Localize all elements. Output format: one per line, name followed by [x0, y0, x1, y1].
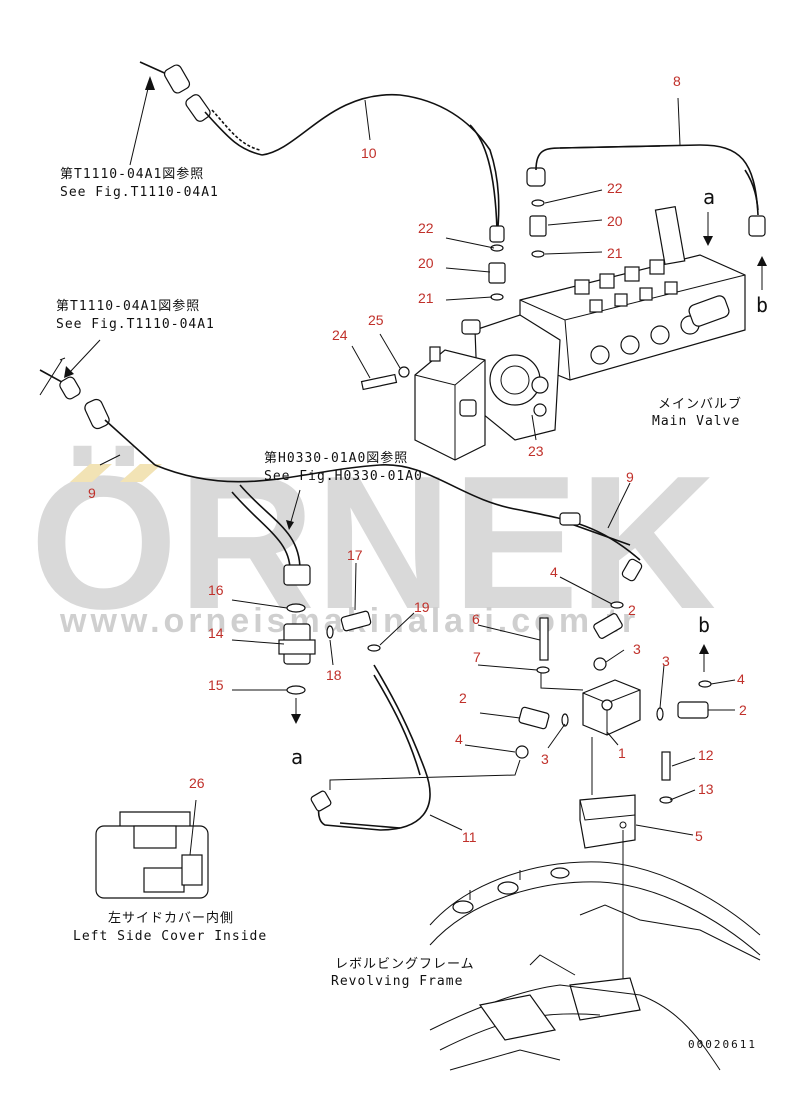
connector-b-top: b	[756, 293, 769, 317]
adapter-20-right	[529, 215, 547, 237]
part-number-7: 7	[473, 649, 481, 665]
part-number-13: 13	[698, 781, 714, 797]
part-number-3: 3	[633, 641, 641, 657]
leader-lines	[39, 76, 736, 836]
part-number-2: 2	[739, 702, 747, 718]
ref2-ja: 第T1110-04A1図参照	[56, 298, 200, 314]
part-number-21: 21	[418, 290, 434, 306]
left-cover-ja: 左サイドカバー内側	[108, 910, 234, 926]
part-number-1: 1	[618, 745, 626, 761]
part-number-24: 24	[332, 327, 348, 343]
part-number-6: 6	[472, 611, 480, 627]
main-valve	[461, 205, 746, 441]
frame-en: Revolving Frame	[331, 974, 463, 989]
main-valve-en: Main Valve	[652, 414, 740, 429]
o-ring-22-right	[531, 199, 545, 207]
ref3-ja: 第H0330-01A0図参照	[264, 450, 408, 466]
hose-8	[526, 144, 766, 237]
ref2-en: See Fig.T1110-04A1	[56, 317, 215, 332]
part-number-15: 15	[208, 677, 224, 693]
ref1-en: See Fig.T1110-04A1	[60, 185, 219, 200]
part-number-10: 10	[361, 145, 377, 161]
part-number-22: 22	[607, 180, 623, 196]
adapter-20-left	[488, 262, 506, 284]
part-number-26: 26	[189, 775, 205, 791]
part-number-18: 18	[326, 667, 342, 683]
part-number-4: 4	[737, 671, 745, 687]
connector-a-bottom: a	[291, 745, 304, 769]
part-number-22: 22	[418, 220, 434, 236]
part-number-3: 3	[662, 653, 670, 669]
hose-10	[139, 61, 505, 243]
watermark-dots	[70, 464, 162, 482]
part-number-5: 5	[695, 828, 703, 844]
part-number-8: 8	[673, 73, 681, 89]
hose-11	[310, 610, 521, 831]
frame-ja: レボルビングフレーム	[335, 957, 475, 972]
part-number-12: 12	[698, 747, 714, 763]
part-number-17: 17	[347, 547, 363, 563]
part-number-9: 9	[626, 469, 634, 485]
block-with-bolt	[360, 346, 486, 461]
part-number-20: 20	[607, 213, 623, 229]
part-number-11: 11	[462, 829, 477, 845]
main-valve-ja: メインバルブ	[658, 396, 742, 412]
block-1-assembly	[515, 601, 712, 795]
revolving-frame	[429, 861, 761, 1071]
left-cover-en: Left Side Cover Inside	[73, 929, 267, 944]
part-number-21: 21	[607, 245, 623, 261]
ref3-en: See Fig.H0330-01A0	[264, 469, 423, 484]
connector-a-top: a	[703, 185, 716, 209]
connection-arrows	[291, 212, 767, 724]
o-ring-22-left	[490, 244, 504, 252]
part-number-2: 2	[628, 602, 636, 618]
left-side-cover	[95, 799, 209, 899]
part-number-9: 9	[88, 485, 96, 501]
part-number-3: 3	[541, 751, 549, 767]
part-number-16: 16	[208, 582, 224, 598]
part-number-4: 4	[550, 564, 558, 580]
part-number-20: 20	[418, 255, 434, 271]
o-ring-21-left	[490, 293, 504, 301]
part-number-14: 14	[208, 625, 224, 641]
drawing-code: 00020611	[688, 1038, 757, 1051]
hose-9	[39, 369, 643, 582]
connector-b-mid: b	[698, 613, 711, 637]
part-number-25: 25	[368, 312, 384, 328]
part-number-4: 4	[455, 731, 463, 747]
block-5-assembly	[579, 751, 673, 980]
part-number-2: 2	[459, 690, 467, 706]
part-number-23: 23	[528, 443, 544, 459]
o-ring-21-right	[531, 250, 545, 258]
ref1-ja: 第T1110-04A1図参照	[60, 166, 204, 182]
part-number-19: 19	[414, 599, 430, 615]
